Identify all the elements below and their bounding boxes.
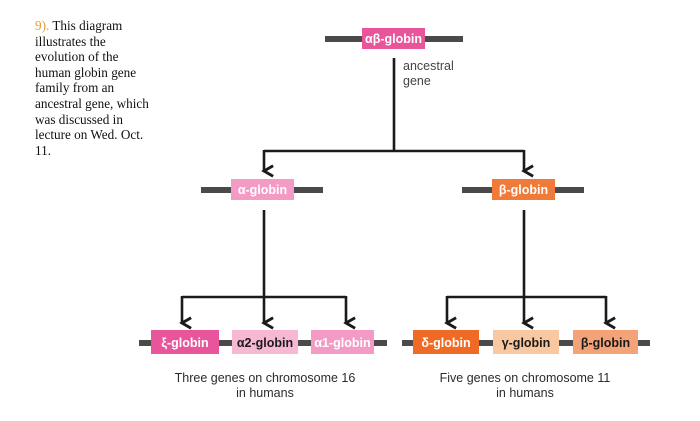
question-caption: 9). This diagram illustrates the evoluti… <box>35 18 153 158</box>
alpha1-globin-label: α1-globin <box>314 336 370 350</box>
ancestral-note-line1: ancestral <box>403 59 454 73</box>
delta-globin-label: δ-globin <box>421 336 470 350</box>
top-split-connector <box>264 58 524 171</box>
xi-globin-label: ξ-globin <box>161 336 208 350</box>
beta-adult-globin-label: β-globin <box>581 336 630 350</box>
question-number: 9). <box>35 18 50 33</box>
chromosome-11-caption-line1: Five genes on chromosome 11 <box>440 371 611 385</box>
gamma-globin-box <box>493 330 559 354</box>
alpha-gene: α-globin <box>201 179 323 200</box>
beta-family-connector <box>447 210 606 323</box>
chromosome-16-caption-line2: in humans <box>236 386 294 400</box>
alpha1-globin-box <box>311 330 374 354</box>
alpha-family-connector <box>182 210 346 323</box>
delta-globin-box <box>413 330 479 354</box>
beta-gene: β-globin <box>462 179 584 200</box>
alpha-gene-label: α-globin <box>238 183 287 197</box>
beta-adult-globin-box <box>573 330 638 354</box>
chromosome-11-caption-line2: in humans <box>496 386 554 400</box>
ancestral-gene: αβ-globin <box>325 28 463 49</box>
beta-gene-box <box>492 179 555 200</box>
chromosome-16-caption-line1: Three genes on chromosome 16 <box>175 371 356 385</box>
ancestral-gene-label: αβ-globin <box>365 32 422 46</box>
question-text: This diagram illustrates the evolution o… <box>35 18 149 158</box>
gamma-globin-label: γ-globin <box>502 336 551 350</box>
xi-globin-box <box>151 330 219 354</box>
alpha2-globin-label: α2-globin <box>237 336 293 350</box>
ancestral-gene-box <box>362 28 425 49</box>
alpha-cluster: ξ-globin α2-globin α1-globin <box>139 330 387 354</box>
alpha2-globin-box <box>232 330 298 354</box>
beta-cluster: δ-globin γ-globin β-globin <box>402 330 650 354</box>
beta-gene-label: β-globin <box>499 183 548 197</box>
alpha-gene-box <box>231 179 294 200</box>
ancestral-note-line2: gene <box>403 74 431 88</box>
